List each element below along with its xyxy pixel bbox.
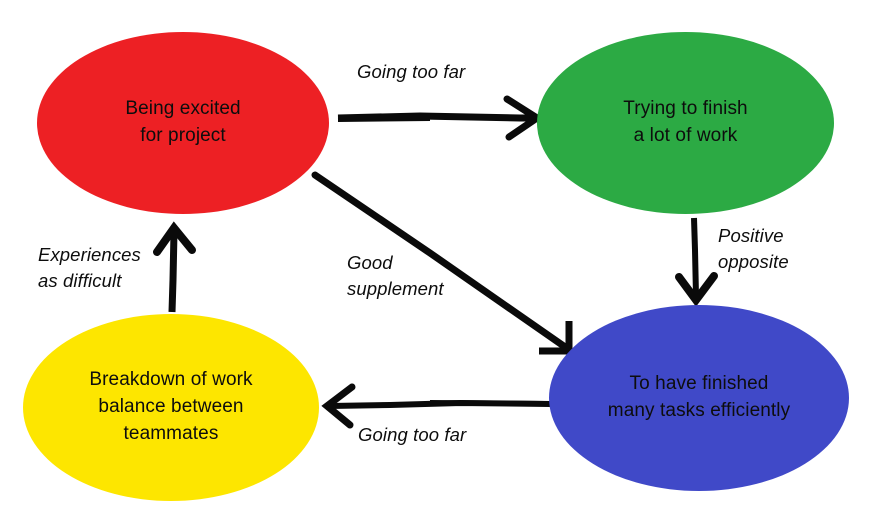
arrow-green-to-blue	[675, 217, 718, 307]
node-label: To have finished many tasks efficiently	[607, 373, 791, 421]
edge-label-blue-to-yellow: Going too far	[358, 424, 467, 445]
node-trying-to-finish-a-lot-of-work[interactable]: Trying to finish a lot of work	[537, 32, 834, 214]
node-label: Breakdown of work balance between teamma…	[89, 369, 253, 444]
arrow-blue-to-yellow	[321, 383, 551, 429]
edge-label-green-to-blue: Positive opposite	[718, 225, 789, 272]
node-being-excited-for-project[interactable]: Being excited for project	[37, 32, 329, 214]
node-label: Being excited for project	[125, 98, 241, 146]
arrow-red-to-green	[337, 95, 544, 141]
edge-label-red-to-green: Going too far	[357, 61, 466, 82]
node-label: Trying to finish a lot of work	[623, 98, 748, 146]
arrow-yellow-to-red	[153, 221, 196, 313]
node-to-have-finished-many-tasks[interactable]: To have finished many tasks efficiently	[549, 305, 849, 491]
edge-label-red-to-blue: Good supplement	[347, 252, 444, 299]
edge-label-yellow-to-red: Experiences as difficult	[38, 244, 141, 291]
node-breakdown-of-work-balance[interactable]: Breakdown of work balance between teamma…	[23, 314, 319, 501]
